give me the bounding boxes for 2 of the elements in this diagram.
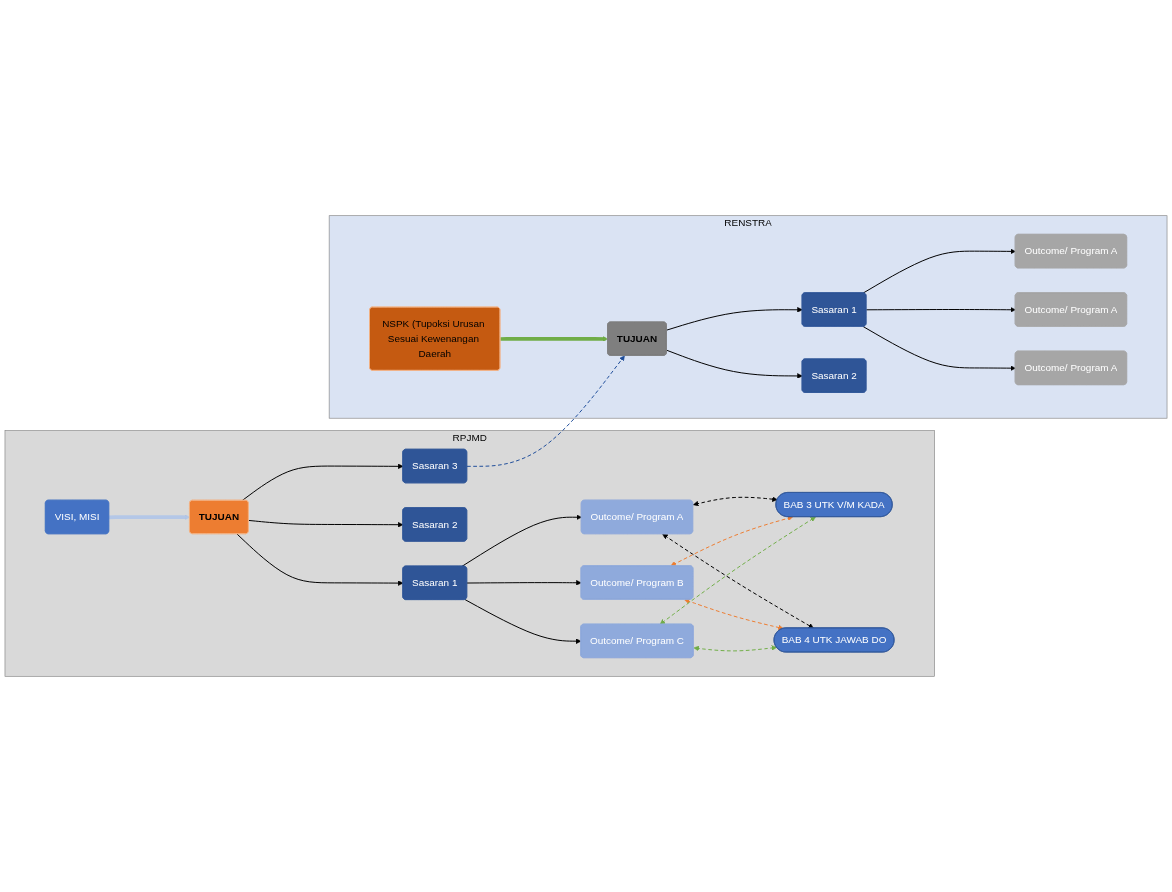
arrow [109, 514, 190, 520]
arrow [500, 336, 609, 342]
